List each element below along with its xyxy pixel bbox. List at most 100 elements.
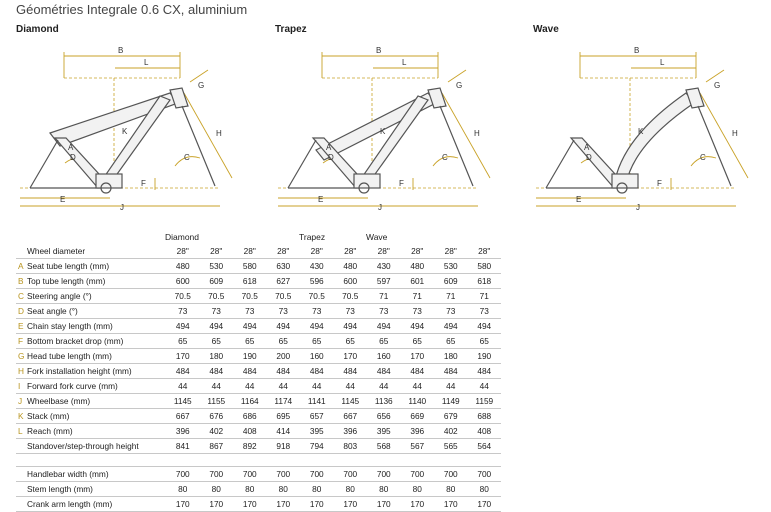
value-cell: 80 bbox=[166, 481, 200, 497]
value-cell: 494 bbox=[400, 318, 434, 334]
value-cell: 494 bbox=[434, 318, 468, 334]
value-cell: 480 bbox=[333, 258, 367, 274]
value-cell: 484 bbox=[467, 363, 501, 379]
row-label: Wheelbase (mm) bbox=[27, 396, 91, 406]
spacer-cell bbox=[199, 453, 233, 467]
row-letter: I bbox=[18, 381, 21, 391]
value-cell: 627 bbox=[266, 273, 300, 289]
value-cell: 695 bbox=[266, 408, 300, 424]
value-cell: 65 bbox=[400, 333, 434, 349]
value-cell: 484 bbox=[300, 363, 334, 379]
row-letter: H bbox=[18, 366, 24, 376]
value-cell: 1174 bbox=[266, 393, 300, 409]
row-label: Seat angle (°) bbox=[27, 306, 78, 316]
row-letter: K bbox=[18, 411, 24, 421]
value-cell: 70.5 bbox=[166, 288, 200, 304]
row-letter: D bbox=[18, 306, 24, 316]
value-cell: 170 bbox=[400, 348, 434, 364]
page-title: Géométries Integrale 0.6 CX, aluminium bbox=[16, 2, 248, 17]
value-cell: 73 bbox=[300, 303, 334, 319]
value-cell: 65 bbox=[333, 333, 367, 349]
value-cell: 170 bbox=[233, 496, 267, 512]
value-cell: 494 bbox=[266, 318, 300, 334]
value-cell: 484 bbox=[367, 363, 401, 379]
svg-text:F: F bbox=[141, 179, 146, 188]
value-cell: 700 bbox=[166, 466, 200, 482]
row-letter: A bbox=[18, 261, 24, 271]
value-cell: 565 bbox=[434, 438, 468, 454]
value-cell: 494 bbox=[467, 318, 501, 334]
row-letter: B bbox=[18, 276, 24, 286]
value-cell: 667 bbox=[166, 408, 200, 424]
value-cell: 44 bbox=[199, 378, 233, 394]
svg-text:E: E bbox=[60, 195, 65, 204]
group-header-wave: Wave bbox=[366, 232, 388, 242]
spacer-cell bbox=[16, 453, 166, 467]
trapez-frame-diagram: B L A D K G H C F E J bbox=[278, 46, 491, 212]
value-cell: 679 bbox=[434, 408, 468, 424]
value-cell: 580 bbox=[467, 258, 501, 274]
value-cell: 494 bbox=[300, 318, 334, 334]
row-label-cell: Wheel diameter bbox=[16, 244, 166, 259]
value-cell: 494 bbox=[199, 318, 233, 334]
value-cell: 73 bbox=[367, 303, 401, 319]
row-label-cell: J Wheelbase (mm) bbox=[16, 393, 166, 409]
svg-text:D: D bbox=[328, 153, 334, 162]
value-cell: 73 bbox=[266, 303, 300, 319]
value-cell: 600 bbox=[333, 273, 367, 289]
value-cell: 841 bbox=[166, 438, 200, 454]
row-letter: J bbox=[18, 396, 23, 406]
value-cell: 494 bbox=[333, 318, 367, 334]
value-cell: 700 bbox=[367, 466, 401, 482]
value-cell: 494 bbox=[166, 318, 200, 334]
spacer-cell bbox=[400, 453, 434, 467]
row-label-cell: Handlebar width (mm) bbox=[16, 466, 166, 482]
value-cell: 803 bbox=[333, 438, 367, 454]
value-cell: 484 bbox=[400, 363, 434, 379]
frame-label-diamond: Diamond bbox=[16, 24, 59, 35]
value-cell: 601 bbox=[400, 273, 434, 289]
value-cell: 1164 bbox=[233, 393, 267, 409]
value-cell: 65 bbox=[367, 333, 401, 349]
value-cell: 494 bbox=[233, 318, 267, 334]
value-cell: 395 bbox=[367, 423, 401, 439]
value-cell: 402 bbox=[199, 423, 233, 439]
value-cell: 28" bbox=[266, 244, 300, 259]
value-cell: 160 bbox=[367, 348, 401, 364]
value-cell: 80 bbox=[434, 481, 468, 497]
svg-text:F: F bbox=[399, 179, 404, 188]
value-cell: 80 bbox=[233, 481, 267, 497]
value-cell: 408 bbox=[467, 423, 501, 439]
value-cell: 530 bbox=[434, 258, 468, 274]
value-cell: 396 bbox=[400, 423, 434, 439]
value-cell: 80 bbox=[266, 481, 300, 497]
row-label: Head tube length (mm) bbox=[27, 351, 112, 361]
value-cell: 71 bbox=[434, 288, 468, 304]
svg-text:A: A bbox=[326, 143, 332, 152]
value-cell: 65 bbox=[300, 333, 334, 349]
value-cell: 676 bbox=[199, 408, 233, 424]
svg-text:J: J bbox=[378, 203, 382, 212]
row-label: Bottom bracket drop (mm) bbox=[27, 336, 124, 346]
value-cell: 44 bbox=[467, 378, 501, 394]
svg-text:D: D bbox=[70, 153, 76, 162]
wave-frame-diagram: B L A D K G H C F E J bbox=[536, 46, 749, 212]
value-cell: 700 bbox=[467, 466, 501, 482]
value-cell: 28" bbox=[434, 244, 468, 259]
row-label-cell: Crank arm length (mm) bbox=[16, 496, 166, 512]
diamond-frame-diagram: B L A D K G H C F E J bbox=[20, 46, 233, 212]
value-cell: 396 bbox=[333, 423, 367, 439]
value-cell: 28" bbox=[233, 244, 267, 259]
value-cell: 700 bbox=[400, 466, 434, 482]
value-cell: 700 bbox=[434, 466, 468, 482]
frame-label-wave: Wave bbox=[533, 24, 559, 35]
